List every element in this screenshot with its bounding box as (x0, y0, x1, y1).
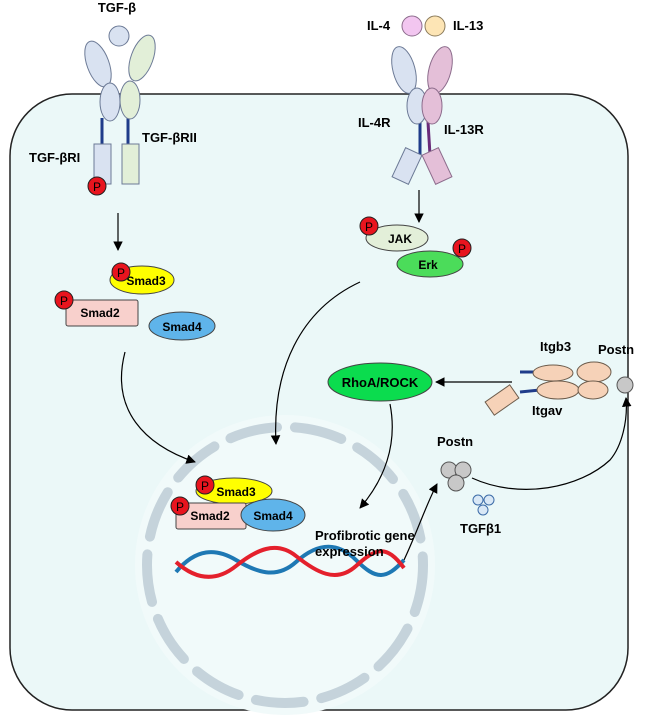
svg-text:P: P (201, 479, 209, 493)
arrow-rhoa-to-expression (359, 403, 393, 509)
tgfb1-cluster (472, 494, 495, 516)
tgfb1-label: TGFβ1 (460, 521, 501, 536)
jak-protein: JAK (365, 224, 429, 252)
il13-label: IL-13 (453, 18, 483, 33)
phospho-badge-jak: P (359, 216, 379, 236)
svg-text:JAK: JAK (388, 232, 412, 246)
smad4-nucleus: Smad4 (240, 498, 306, 532)
postn-outside-label: Postn (598, 342, 634, 357)
il4-ligand (401, 15, 423, 37)
svg-text:Smad2: Smad2 (190, 509, 230, 523)
svg-text:P: P (117, 266, 125, 280)
smad3-nucleus: Smad3 (195, 477, 273, 505)
phospho-badge-nuclear-smad2: P (170, 496, 190, 516)
svg-text:P: P (60, 294, 68, 308)
expression-label-line1: Profibrotic gene (315, 528, 415, 543)
tgfb-ligand (108, 25, 130, 47)
smad2-cytoplasm: Smad2 (65, 299, 139, 327)
integrin-itgb3 (520, 361, 612, 383)
expression-label-line2: expression (315, 544, 384, 559)
svg-text:Smad4: Smad4 (162, 320, 202, 334)
erk-protein: Erk (396, 250, 464, 278)
svg-text:P: P (176, 500, 184, 514)
svg-text:Smad3: Smad3 (216, 485, 256, 499)
postn-cluster (440, 461, 472, 492)
postn-label: Postn (437, 434, 473, 449)
svg-text:P: P (93, 180, 101, 194)
smad4-cytoplasm: Smad4 (148, 311, 216, 341)
tgfbr1-receptor (84, 40, 121, 185)
svg-text:Smad4: Smad4 (253, 509, 293, 523)
tgfbr2-label: TGF-βRII (142, 130, 197, 145)
svg-text:Erk: Erk (418, 258, 438, 272)
postn-outside-molecule (616, 376, 634, 394)
svg-text:P: P (365, 220, 373, 234)
phospho-badge-smad3: P (111, 262, 131, 282)
arrow-smad-to-nucleus (120, 351, 196, 464)
arrow-postn-to-outside (471, 397, 632, 490)
il4-label: IL-4 (367, 18, 391, 33)
rhoa-rock-node: RhoA/ROCK (327, 362, 433, 402)
phospho-badge-erk: P (452, 238, 472, 258)
arrow-erk-to-nucleus (270, 281, 361, 445)
itgav-label: Itgav (532, 403, 563, 418)
arrow-expression-to-postn (403, 483, 438, 561)
svg-text:RhoA/ROCK: RhoA/ROCK (342, 375, 419, 390)
il4r-label: IL-4R (358, 115, 391, 130)
smad2-nucleus: Smad2 (175, 502, 247, 530)
integrin-itgav (484, 380, 609, 416)
il13r-label: IL-13R (444, 122, 484, 137)
svg-text:Smad2: Smad2 (80, 306, 120, 320)
dna-helix (174, 544, 406, 579)
tgfbr2-receptor (119, 34, 156, 185)
tgfbr1-label: TGF-βRI (29, 150, 80, 165)
phospho-badge-nuclear-smad3: P (195, 475, 215, 495)
itgb3-label: Itgb3 (540, 339, 571, 354)
svg-text:P: P (458, 242, 466, 256)
il13-ligand (424, 15, 446, 37)
svg-text:Smad3: Smad3 (126, 274, 166, 288)
il4r-receptor (391, 46, 428, 185)
phospho-badge-smad2: P (54, 290, 74, 310)
phospho-badge-tgfbr1: P (87, 176, 107, 196)
tgfb-label: TGF-β (98, 0, 136, 15)
il13r-receptor (421, 46, 453, 185)
